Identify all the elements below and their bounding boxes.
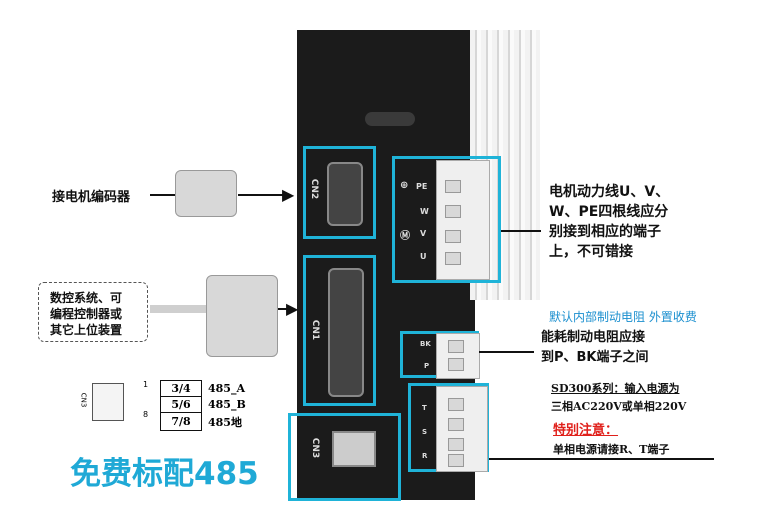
table-cell-signal: 485_A (208, 382, 245, 395)
brake-resistor-note: 默认内部制动电阻 外置收费 (549, 310, 697, 324)
cn3-rj45-port (332, 431, 376, 467)
terminal-bk-label: BK (420, 340, 431, 348)
cnc-label-box (38, 282, 148, 342)
motor-power-note-2: W、PE四根线应分 (549, 204, 669, 220)
callout-line-power (489, 458, 714, 460)
motor-icon: Ⓜ (400, 231, 410, 242)
table-row: 7/8 485地 (160, 412, 253, 431)
cn3-label: CN3 (310, 437, 321, 459)
table-cell-signal: 485_B (208, 398, 246, 411)
terminal-pin (448, 454, 464, 467)
terminal-pin (445, 180, 461, 193)
rj45-pinout-drawing (92, 383, 124, 421)
cn2-box (303, 146, 376, 239)
motor-terminal-box (392, 156, 501, 283)
cnc-label-line-1: 数控系统、可 (50, 291, 123, 305)
terminal-pin (445, 205, 461, 218)
motor-power-note-1: 电机动力线U、V、 (549, 184, 670, 200)
terminal-pin (448, 358, 464, 371)
table-cell-pins: 5/6 (160, 396, 202, 413)
single-phase-note: 单相电源请接R、T端子 (553, 443, 670, 456)
encoder-label: 接电机编码器 (52, 190, 131, 205)
rj45-pinout-label: CN3 (79, 392, 88, 408)
ground-icon: ⊕ (400, 180, 409, 191)
encoder-arrow-line (238, 194, 288, 196)
table-cell-signal: 485地 (208, 415, 242, 429)
terminal-u-label: U (420, 252, 427, 261)
terminal-t-label: T (422, 404, 427, 412)
cn3-box (288, 413, 401, 501)
table-cell-pins: 7/8 (160, 412, 202, 431)
cn2-db15-connector (327, 162, 363, 226)
terminal-pin (448, 418, 464, 431)
attention-label: 特别注意： (553, 423, 619, 438)
cn2-label: CN2 (309, 178, 320, 200)
cnc-arrow-line (278, 308, 293, 310)
callout-line-motor (501, 230, 541, 232)
encoder-plug-icon (175, 170, 237, 217)
table-cell-pins: 3/4 (160, 380, 202, 397)
cnc-cable (150, 305, 206, 313)
motor-power-note-3: 别接到相应的端子 (549, 224, 661, 240)
rj45-pin-8-label: 8 (143, 410, 149, 419)
cn1-box (303, 255, 376, 406)
terminal-pe-label: PE (416, 182, 428, 191)
table-row: 3/4 485_A (160, 380, 253, 397)
cn1-label: CN1 (310, 319, 321, 341)
callout-line-brake (479, 351, 534, 353)
terminal-pin (448, 438, 464, 451)
terminal-r-label: R (422, 452, 428, 460)
rj45-pin-1-label: 1 (143, 380, 149, 389)
terminal-p-label: P (424, 362, 430, 370)
arrow-right-icon: ▶ (282, 185, 295, 204)
terminal-pin (448, 398, 464, 411)
cnc-label-line-2: 编程控制器或 (50, 307, 123, 321)
cn1-db44-connector (328, 268, 364, 397)
drive-top-vent (365, 112, 415, 126)
encoder-line (150, 194, 175, 196)
series-note: SD300系列：输入电源为 (551, 382, 680, 395)
cnc-plug-icon (206, 275, 278, 357)
terminal-pin (448, 340, 464, 353)
terminal-pin (445, 252, 461, 265)
terminal-s-label: S (422, 428, 428, 436)
brake-resistor-line-1: 能耗制动电阻应接 (541, 330, 646, 345)
motor-power-note-4: 上，不可错接 (549, 244, 633, 260)
voltage-note: 三相AC220V或单相220V (551, 400, 687, 413)
table-row: 5/6 485_B (160, 396, 253, 413)
arrow-right-icon: ▶ (286, 299, 299, 318)
cnc-label-line-3: 其它上位装置 (50, 323, 123, 337)
free-485-title: 免费标配485 (70, 456, 259, 492)
brake-resistor-line-2: 到P、BK端子之间 (541, 350, 649, 365)
rs485-pin-table: 3/4 485_A 5/6 485_B 7/8 485地 (160, 380, 253, 431)
terminal-w-label: W (420, 207, 429, 216)
terminal-v-label: V (420, 229, 427, 238)
terminal-pin (445, 230, 461, 243)
